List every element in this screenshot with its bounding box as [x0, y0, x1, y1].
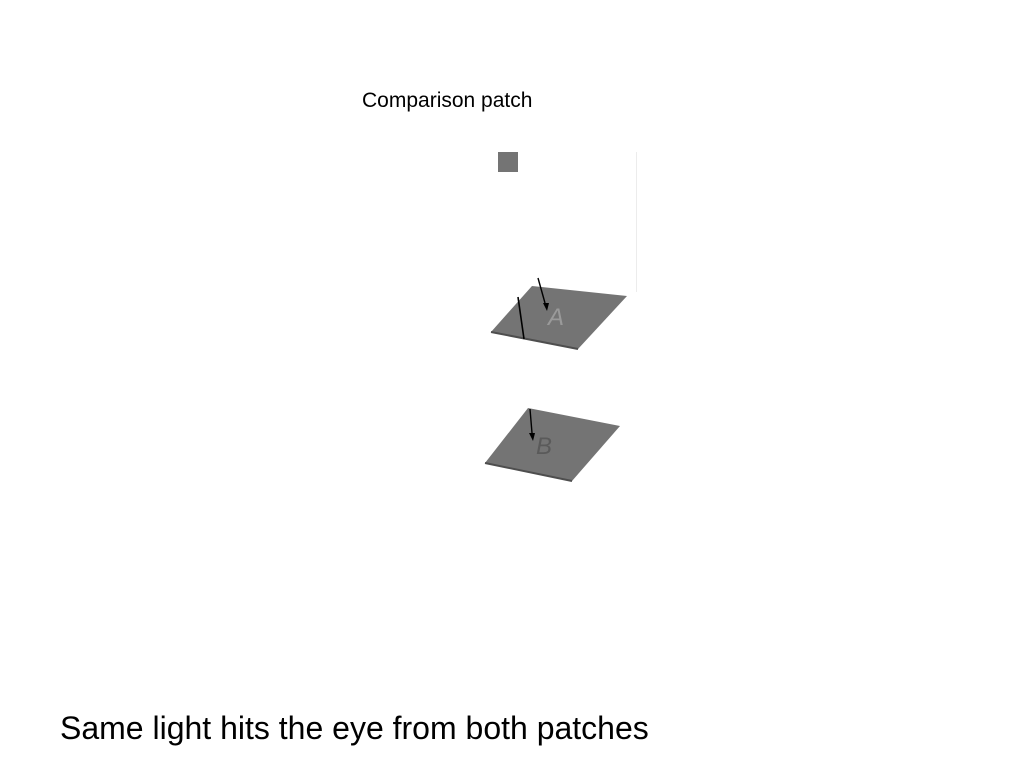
patch-a-arrow-head: [543, 303, 549, 311]
patch-a: A: [490, 277, 627, 350]
patch-illustration: A B: [484, 277, 627, 482]
comparison-patch-label: Comparison patch: [362, 89, 533, 112]
patch-b: B: [484, 408, 620, 482]
patch-a-shadow-line: [517, 296, 525, 340]
patch-a-square: [491, 286, 627, 349]
patch-b-square: [485, 408, 620, 481]
patch-b-arrow-shaft: [529, 408, 533, 434]
slide-caption: Same light hits the eye from both patche…: [60, 710, 649, 746]
patch-b-bottom-edge: [484, 462, 573, 482]
patch-b-letter: B: [536, 433, 552, 460]
faint-divider-line: [636, 152, 637, 292]
patch-a-arrow-shaft: [537, 277, 546, 304]
patch-a-bottom-edge: [490, 331, 579, 350]
comparison-patch-swatch: [498, 152, 518, 172]
patch-b-arrow-head: [529, 433, 535, 441]
patch-a-letter: A: [546, 304, 564, 331]
